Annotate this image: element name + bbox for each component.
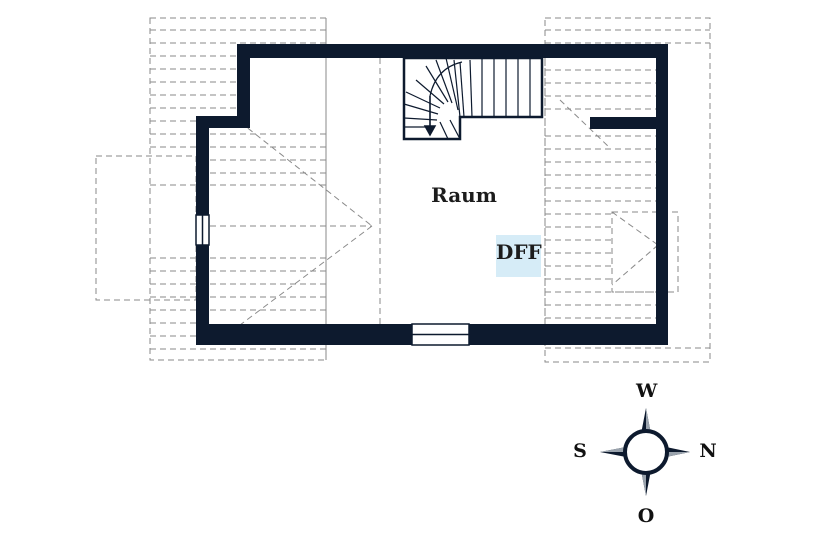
dff-label: DFF	[496, 240, 542, 264]
window-left	[195, 214, 210, 246]
compass-label-south: S	[573, 440, 587, 462]
compass-label-east: O	[637, 505, 655, 527]
staircase	[402, 56, 544, 141]
interior-wall-stub	[590, 117, 656, 129]
exterior-walls	[196, 44, 668, 345]
compass-rose	[600, 408, 690, 496]
window-bottom	[411, 323, 470, 346]
compass-circle	[623, 429, 669, 475]
dff-highlight	[496, 235, 541, 277]
room-label: Raum	[431, 183, 497, 207]
compass-label-west: W	[636, 380, 658, 402]
roof-overhang-right	[544, 17, 711, 363]
compass-label-north: N	[699, 440, 717, 462]
dormer-lines-left	[210, 121, 373, 326]
dormer-lines-right	[559, 99, 611, 149]
